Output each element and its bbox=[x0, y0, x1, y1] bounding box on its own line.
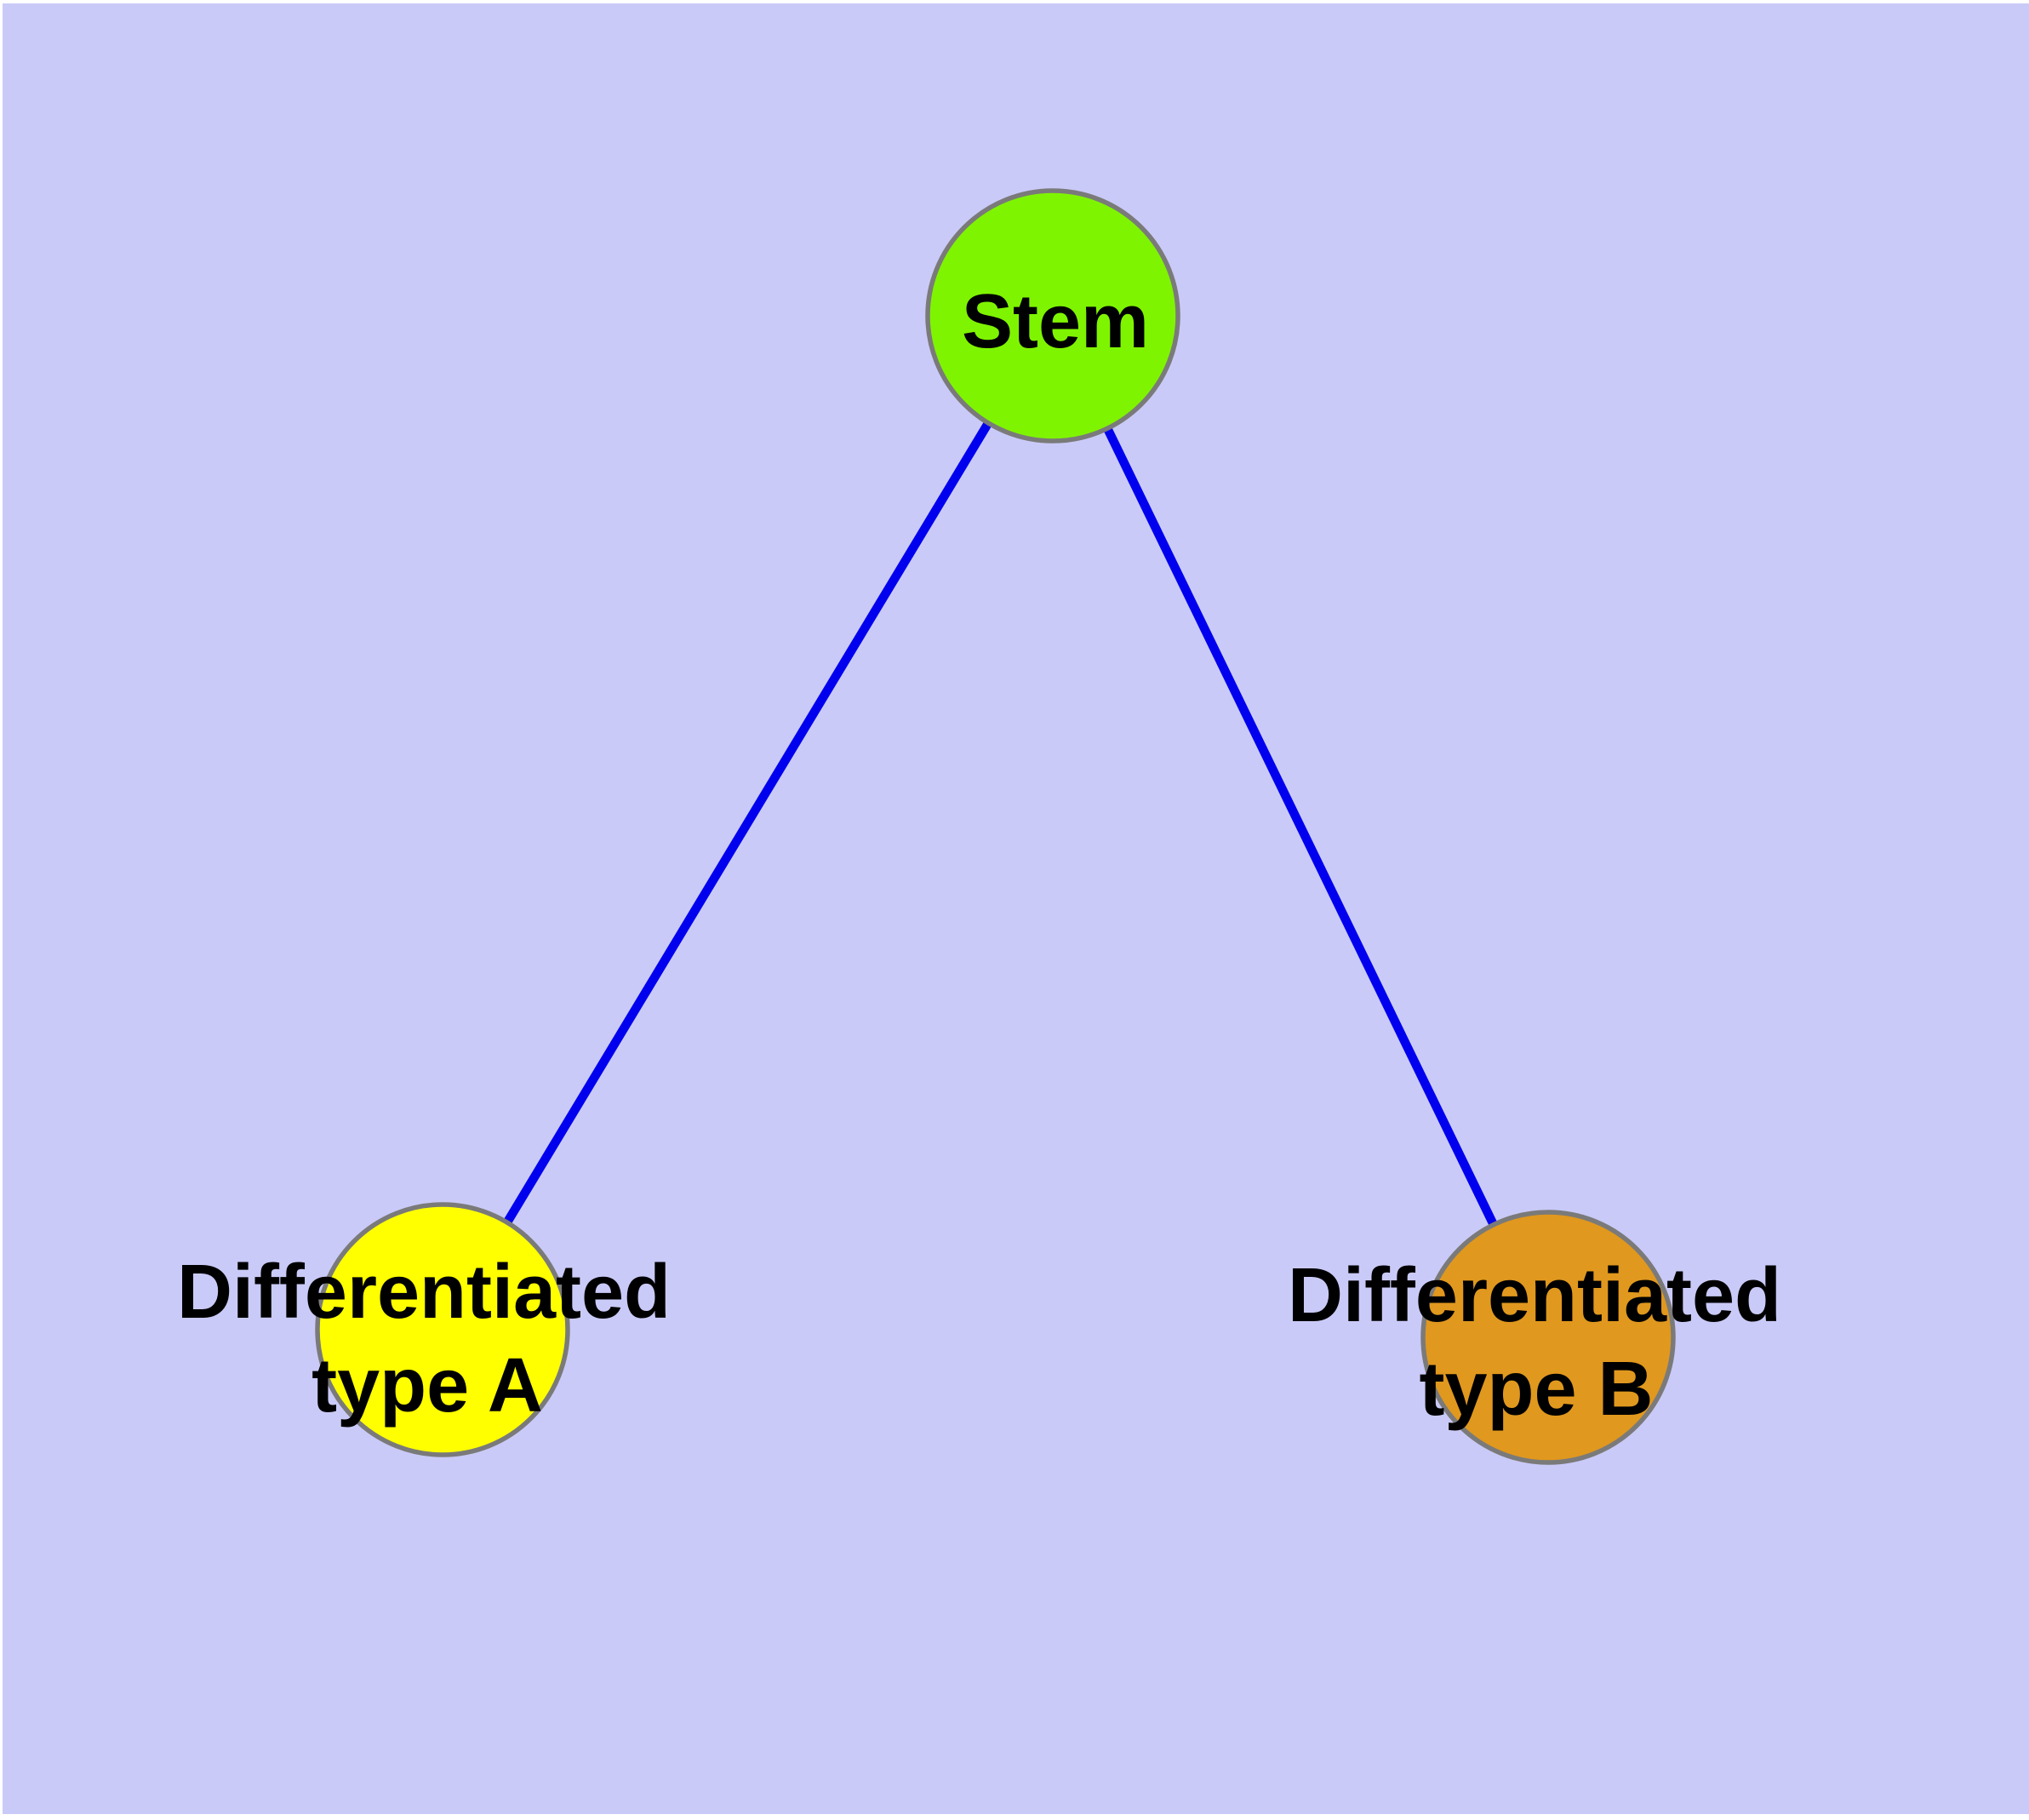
node-stem-circle bbox=[925, 188, 1180, 444]
node-differentiated-type-b: Differentiated type B bbox=[1288, 1210, 1781, 1465]
node-differentiated-type-a: Differentiated type A bbox=[177, 1202, 671, 1457]
node-type-b-label-line1: Differentiated bbox=[1288, 1253, 1781, 1338]
node-stem-label: Stem bbox=[962, 279, 1149, 364]
edge-stem-to-type-b bbox=[1049, 313, 1552, 1340]
node-type-a-circle bbox=[315, 1202, 570, 1457]
node-type-b-label-line2: type B bbox=[1419, 1347, 1653, 1432]
edge-stem-to-type-a bbox=[438, 313, 1057, 1332]
node-type-a-label-line1: Differentiated bbox=[177, 1250, 671, 1335]
node-type-a-label-line2: type A bbox=[311, 1343, 543, 1428]
node-type-b-circle bbox=[1420, 1210, 1676, 1465]
node-stem: Stem bbox=[925, 188, 1180, 444]
